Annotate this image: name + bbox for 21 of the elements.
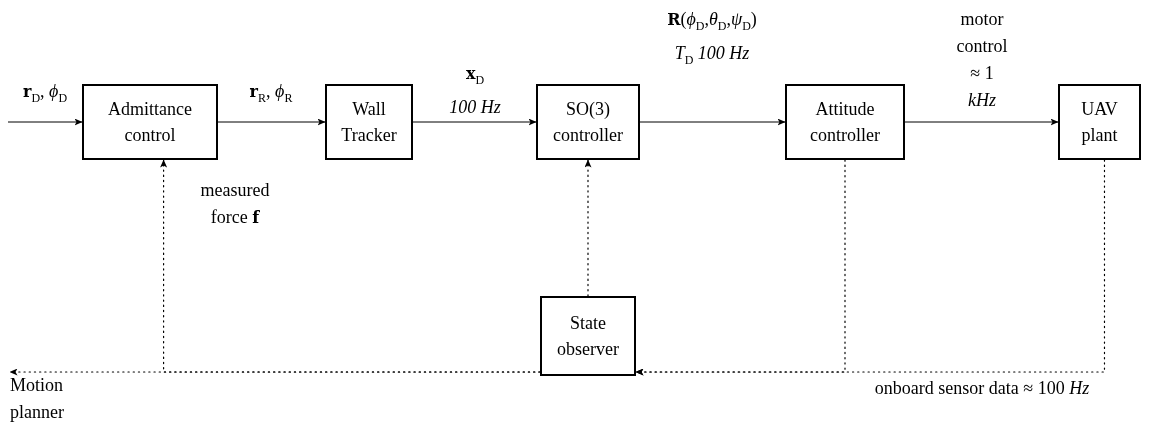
box-label: UAV plant: [1080, 98, 1119, 147]
process-box: [1058, 84, 1141, 160]
box-label: Wall Tracker: [340, 98, 398, 147]
dotted-arrow: [9, 368, 541, 376]
box-label: State observer: [556, 312, 620, 361]
arrow: [7, 118, 83, 126]
dotted-arrow: [584, 159, 592, 297]
box-label: SO(3) controller: [552, 98, 624, 147]
process-box: [82, 84, 218, 160]
node-label: Motion planner: [10, 374, 64, 424]
process-box: [540, 296, 636, 376]
box-label: Admittance control: [107, 98, 193, 147]
arrow: [904, 118, 1059, 126]
process-box: [785, 84, 905, 160]
process-box: [325, 84, 413, 160]
process-box: [536, 84, 640, 160]
arrow: [639, 118, 786, 126]
dotted-arrow: [635, 159, 846, 376]
box-label: Attitude controller: [809, 98, 881, 147]
arrow: [217, 118, 326, 126]
arrow: [412, 118, 537, 126]
